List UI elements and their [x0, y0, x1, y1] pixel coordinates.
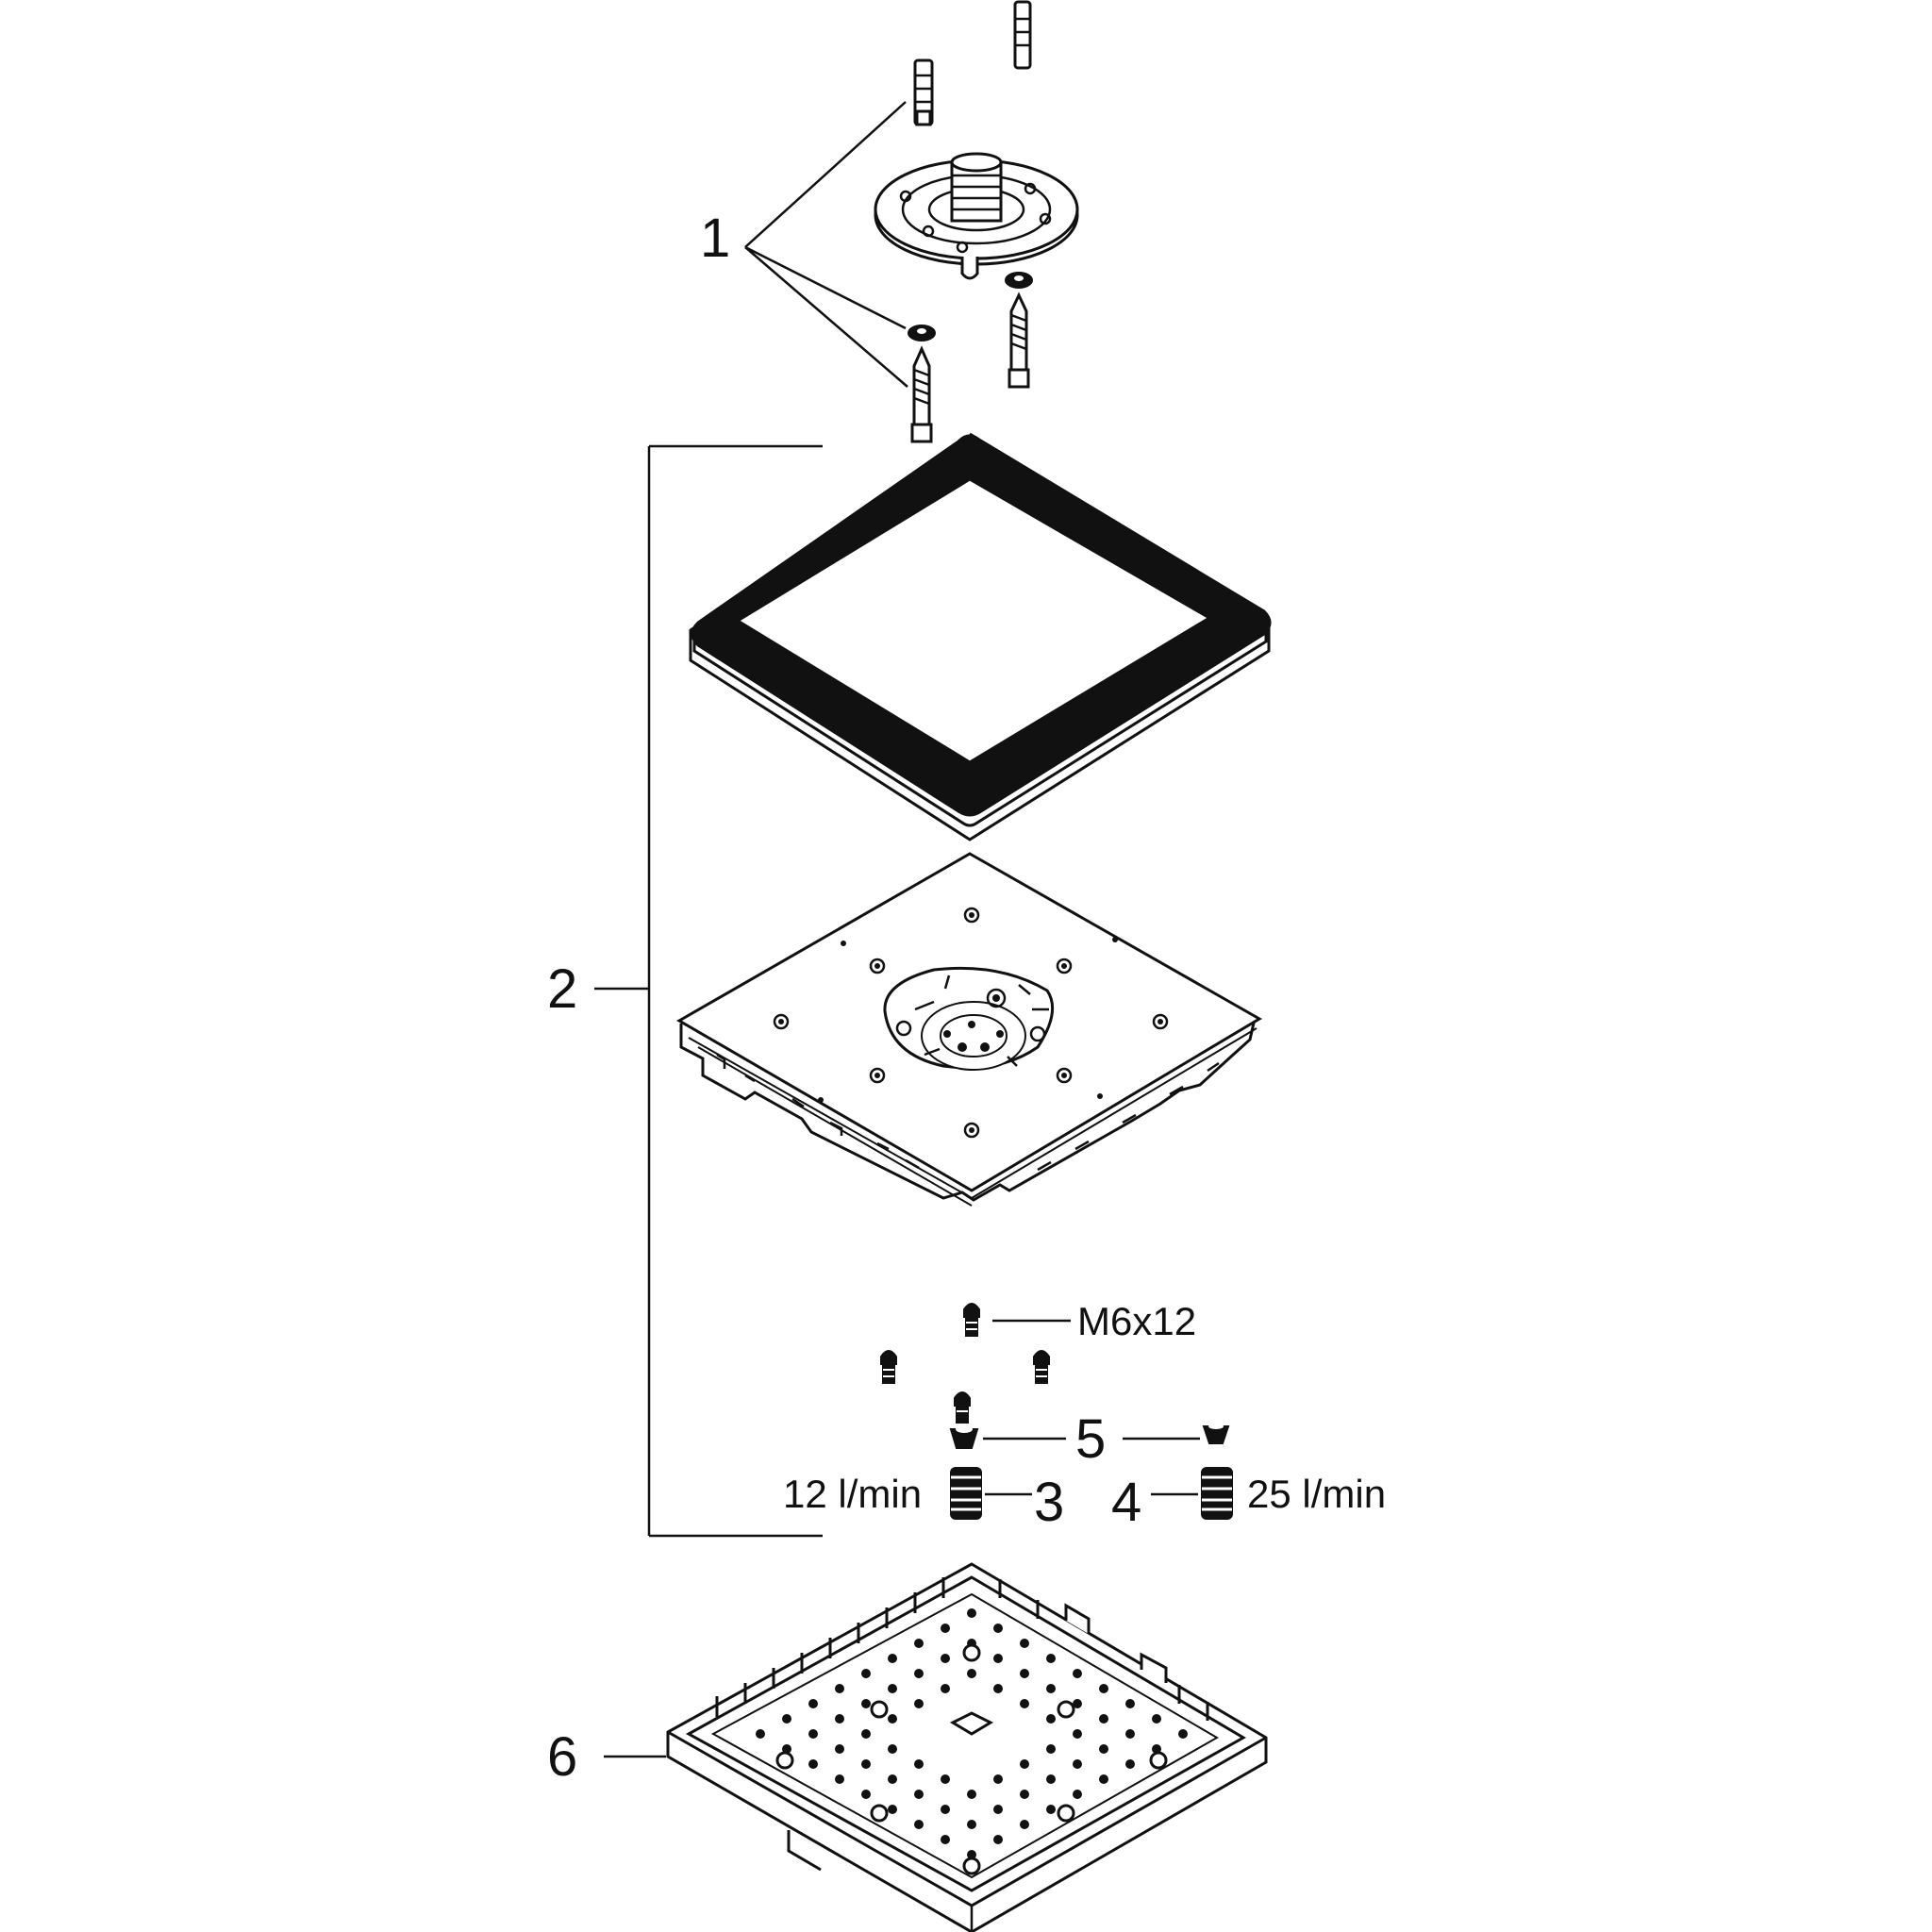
- small-screw: [963, 1303, 980, 1337]
- mounting-flange: [874, 152, 1079, 280]
- callout-5: 5: [1075, 1408, 1106, 1470]
- seal-cone: [1202, 1424, 1230, 1444]
- callout-2: 2: [547, 958, 577, 1020]
- shower-body-plate: [676, 852, 1262, 1207]
- anchor-bolt: [913, 58, 934, 126]
- mounting-hardware: [744, 0, 1079, 443]
- flow-restrictor-12: [950, 1467, 982, 1520]
- small-screw: [880, 1350, 897, 1384]
- washer: [908, 325, 936, 341]
- screw: [910, 345, 933, 443]
- small-screw: [954, 1391, 971, 1424]
- spray-face-tray: [666, 1562, 1268, 1932]
- washer: [1005, 272, 1033, 289]
- flow-rate-12: 12 l/min: [783, 1472, 922, 1516]
- callout-6: 6: [547, 1726, 577, 1788]
- flow-restrictor-25: [1201, 1467, 1233, 1520]
- screw-spec-m6x12: M6x12: [1077, 1299, 1196, 1343]
- group-2-bracket: [594, 444, 823, 1538]
- flow-rate-25: 25 l/min: [1247, 1472, 1386, 1516]
- callout-4: 4: [1111, 1472, 1141, 1533]
- seal-cone: [949, 1425, 979, 1449]
- small-screw: [1033, 1350, 1050, 1384]
- square-frame: [689, 432, 1272, 841]
- callout-1-leaders: [744, 101, 908, 388]
- callout-3: 3: [1034, 1472, 1064, 1533]
- spray-nozzles: [756, 1608, 1188, 1859]
- plate-holes: [773, 907, 1169, 1139]
- nozzle-oval: [883, 966, 1055, 1071]
- anchor-bolt: [1013, 0, 1032, 70]
- callout-1: 1: [700, 208, 730, 269]
- screw: [1008, 291, 1030, 389]
